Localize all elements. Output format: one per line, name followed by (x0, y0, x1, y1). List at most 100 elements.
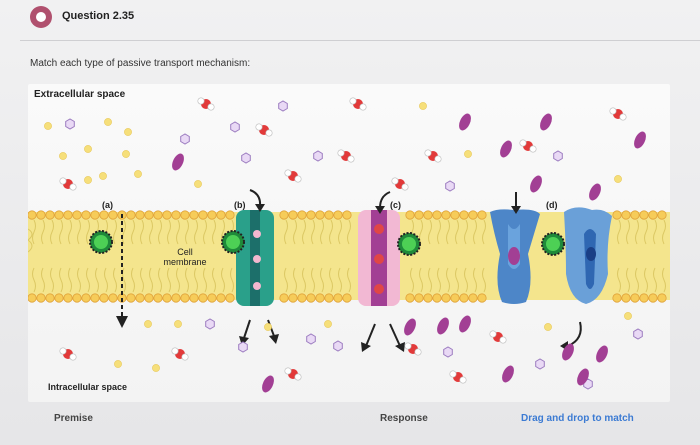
lipid-head (225, 210, 235, 220)
lipid-head (162, 210, 172, 220)
molecule-yl (264, 323, 272, 331)
molecule-hex (278, 100, 288, 112)
lipid-tail (149, 219, 153, 293)
lipid-head (90, 210, 100, 220)
molecule-hex (443, 346, 453, 358)
molecule-ov (540, 113, 552, 131)
membrane-diagram (28, 97, 670, 393)
lipid-head (288, 293, 298, 303)
lipid-head (648, 210, 658, 220)
lipid-tail (77, 219, 81, 293)
lipid-head (630, 293, 640, 303)
lipid-head (36, 293, 46, 303)
molecule-hex (333, 340, 343, 352)
lipid-head (72, 293, 82, 303)
molecule-ov (530, 175, 542, 193)
molecule-o2 (489, 330, 507, 344)
molecule-o2 (404, 342, 422, 356)
lipid-head (612, 210, 622, 220)
molecule-o2 (171, 347, 189, 361)
lipid-tail (131, 219, 135, 293)
question-header: Question 2.35 (0, 0, 700, 40)
lipid-head (135, 293, 145, 303)
lipid-head (621, 293, 631, 303)
label-b: (b) (234, 200, 246, 210)
molecule-ov (596, 345, 608, 363)
lipid-tail (32, 219, 36, 293)
lipid-tail (194, 219, 198, 293)
molecule-hex (445, 180, 455, 192)
lipid-tail (176, 219, 180, 293)
molecule-ov (502, 365, 514, 383)
molecule-ov (437, 317, 449, 335)
lipid-head (315, 293, 325, 303)
lipid-tail (59, 219, 63, 293)
molecule-yl (114, 360, 122, 368)
lipid-heads-bottom (28, 293, 667, 303)
lipid-head (306, 293, 316, 303)
lipid-head (189, 293, 199, 303)
lipid-head (81, 210, 91, 220)
lipid-head (99, 210, 109, 220)
molecule-ov (634, 131, 646, 149)
channel-protein-c (358, 210, 400, 306)
lipid-head (126, 293, 136, 303)
lipid-heads-top (28, 210, 667, 220)
molecule-o2 (197, 97, 215, 111)
label-c: (c) (390, 200, 401, 210)
lipid-tail (446, 219, 450, 293)
lipid-head (171, 210, 181, 220)
lipid-head (81, 293, 91, 303)
lipid-head (324, 293, 334, 303)
lipid-tail (212, 219, 216, 293)
lipid-head (432, 293, 442, 303)
diffusion-arrow-head (116, 316, 128, 328)
molecule-ov (577, 368, 589, 386)
molecule-hex (65, 118, 75, 130)
molecule-ov (172, 153, 184, 171)
lipid-head (198, 210, 208, 220)
molecule-yl (464, 150, 472, 158)
passive-transport-figure: Extracellular space Intracellular space … (28, 84, 670, 402)
molecule-yl (124, 128, 132, 136)
lipid-head (315, 210, 325, 220)
molecule-hex (241, 152, 251, 164)
lipid-head (423, 293, 433, 303)
molecule-yl (122, 150, 130, 158)
channel-protein-b (236, 210, 274, 306)
molecule-yl (194, 180, 202, 188)
molecule-hex (535, 358, 545, 370)
molecule-hex (180, 133, 190, 145)
lipid-head (63, 293, 73, 303)
lipid-head (153, 293, 163, 303)
lipid-head (630, 210, 640, 220)
lipid-head (36, 210, 46, 220)
molecule-yl (614, 175, 622, 183)
lipid-head (153, 210, 163, 220)
lipid-tail (50, 219, 54, 293)
lipid-head (90, 293, 100, 303)
lipid-tail (185, 219, 189, 293)
drag-drop-instruction[interactable]: Drag and drop to match (521, 413, 634, 424)
lipid-tail (617, 219, 621, 293)
lipid-head (423, 210, 433, 220)
lipid-head (54, 210, 64, 220)
lipid-tail (284, 219, 288, 293)
lipid-tail (644, 219, 648, 293)
lipid-head (414, 210, 424, 220)
carrier-protein-d1 (490, 209, 540, 304)
scattered-molecules (44, 97, 646, 393)
lipid-head (189, 210, 199, 220)
molecule-o2 (337, 149, 355, 163)
membrane-label: Cell membrane (163, 247, 207, 267)
lipid-head (468, 210, 478, 220)
lipid-tail (311, 219, 315, 293)
lipid-tail (158, 219, 162, 293)
molecule-yl (134, 170, 142, 178)
lipid-head (63, 210, 73, 220)
molecule-o2 (59, 347, 77, 361)
lipid-head (171, 293, 181, 303)
membrane-bilayer (28, 212, 670, 300)
lipid-head (306, 210, 316, 220)
lipid-head (297, 210, 307, 220)
